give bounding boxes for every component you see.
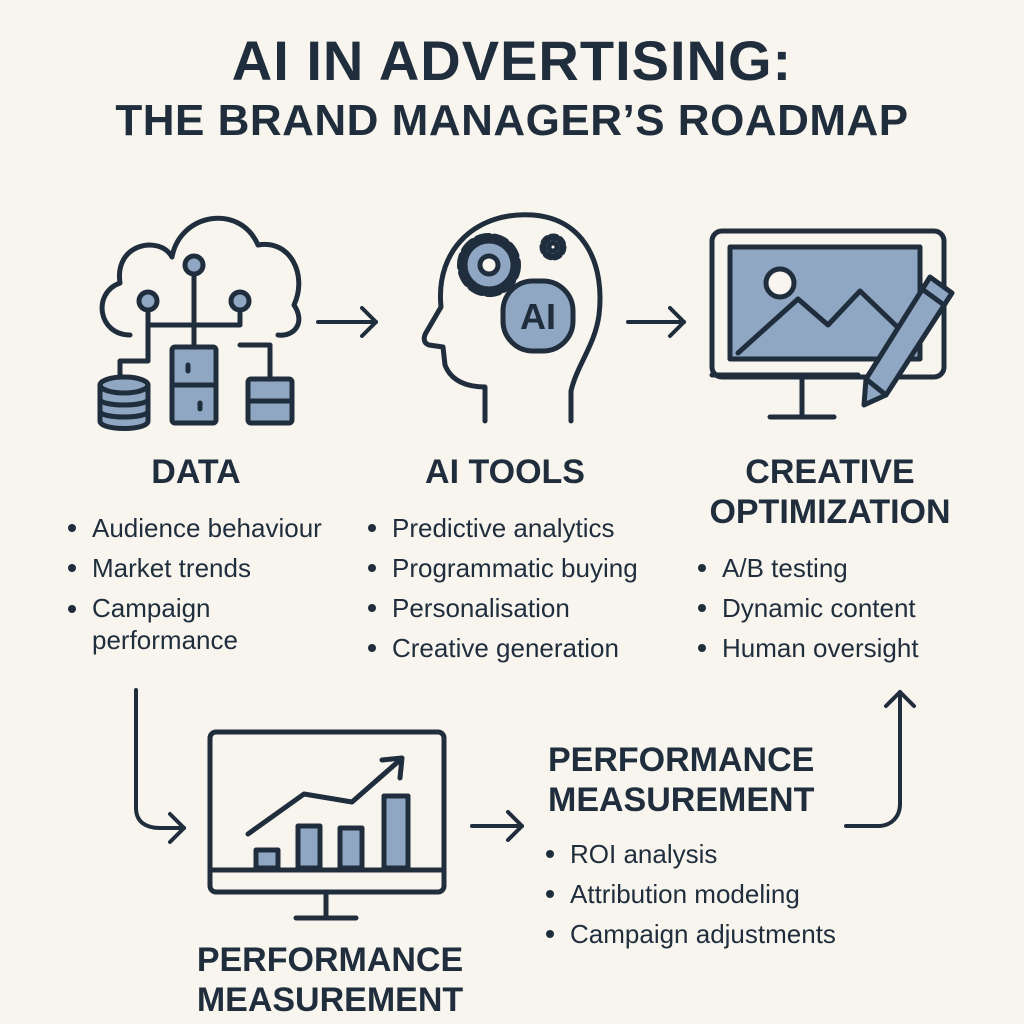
monitor-bar-chart-icon	[207, 729, 447, 921]
monitor-caption: PERFORMANCE MEASUREMENT	[170, 940, 490, 1020]
measurement-heading-line2: MEASUREMENT	[548, 781, 815, 819]
monitor-caption-line2: MEASUREMENT	[196, 981, 464, 1019]
list-item: Campaign performance	[66, 592, 292, 656]
list-item: Dynamic content	[696, 588, 996, 628]
list-item: Personalisation	[366, 588, 686, 628]
list-item: Audience behaviour	[66, 508, 366, 548]
list-item: Market trends	[66, 548, 366, 588]
list-item: A/B testing	[696, 548, 996, 588]
gear-icon	[457, 233, 521, 297]
measurement-heading: PERFORMANCE MEASUREMENT	[548, 740, 848, 820]
list-item: Predictive analytics	[366, 508, 686, 548]
pencil-icon	[861, 274, 955, 408]
ai-head-gears-icon: AI	[421, 212, 603, 424]
arrow-down-right-icon	[134, 688, 186, 844]
monitor-caption-line1: PERFORMANCE	[196, 941, 464, 979]
data-list: Audience behaviour Market trends Campaig…	[66, 508, 366, 656]
ai-tools-heading-text: AI TOOLS	[425, 453, 585, 491]
ai-chip-label: AI	[520, 296, 556, 337]
measurement-heading-line1: PERFORMANCE	[548, 741, 815, 779]
list-item: Campaign adjustments	[544, 914, 884, 954]
cloud-database-icon	[97, 215, 302, 431]
list-item: Attribution modeling	[544, 874, 884, 914]
creative-heading-line1: CREATIVE	[745, 453, 915, 491]
list-item: Human oversight	[696, 628, 996, 668]
creative-heading-line2: OPTIMIZATION	[709, 493, 951, 531]
arrow-right-icon	[470, 810, 524, 842]
list-item: ROI analysis	[544, 834, 884, 874]
arrow-up-icon	[844, 690, 916, 828]
creative-heading: CREATIVE OPTIMIZATION	[680, 452, 980, 532]
small-gear-icon	[539, 233, 567, 261]
data-heading: DATA	[96, 452, 296, 492]
measurement-list: ROI analysis Attribution modeling Campai…	[544, 834, 884, 954]
list-item: Programmatic buying	[366, 548, 686, 588]
monitor-pencil-icon	[709, 228, 955, 420]
ai-tools-heading: AI TOOLS	[400, 452, 610, 492]
data-heading-text: DATA	[151, 453, 241, 491]
ai-tools-list: Predictive analytics Programmatic buying…	[366, 508, 686, 668]
page-title: AI IN ADVERTISING:	[231, 29, 793, 92]
page-subtitle: THE BRAND MANAGER’S ROADMAP	[115, 96, 909, 145]
arrow-right-icon	[626, 306, 686, 338]
arrow-right-icon	[316, 306, 378, 338]
list-item: Creative generation	[366, 628, 686, 668]
creative-list: A/B testing Dynamic content Human oversi…	[696, 548, 996, 668]
